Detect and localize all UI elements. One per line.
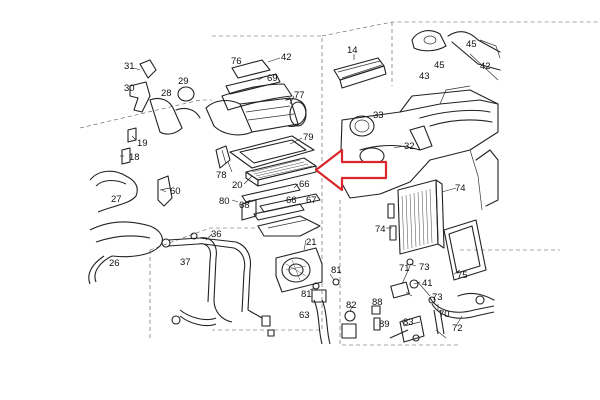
callout-72: 72 <box>452 323 463 334</box>
part-33-knob <box>349 115 375 137</box>
part-79-cabin-filter <box>229 135 317 187</box>
callout-27: 27 <box>111 194 122 205</box>
part-66-67-68-flaps <box>241 183 321 237</box>
part-76-69-duct <box>205 59 307 136</box>
assembly-outlines <box>79 21 600 346</box>
callout-41: 41 <box>422 278 433 289</box>
callout-45b: 45 <box>434 60 445 71</box>
callout-30: 30 <box>124 83 135 94</box>
callout-32: 32 <box>404 141 415 152</box>
callout-79: 79 <box>303 132 314 143</box>
callout-82: 82 <box>346 300 357 311</box>
callout-74b: 74 <box>375 224 386 235</box>
part-78-bracket <box>215 145 231 169</box>
callout-21: 21 <box>306 237 317 248</box>
part-74-evaporator <box>387 179 445 255</box>
parts-43-45-top-right <box>411 30 501 81</box>
part-14-filter <box>333 57 387 89</box>
callout-36: 36 <box>211 229 222 240</box>
callout-19: 19 <box>137 138 148 149</box>
callout-80: 80 <box>219 196 230 207</box>
callout-78: 78 <box>216 170 227 181</box>
callout-69: 69 <box>267 73 278 84</box>
callout-66b: 66 <box>286 195 297 206</box>
callout-42: 42 <box>281 52 292 63</box>
part-83-lower <box>389 315 425 343</box>
callout-20: 20 <box>232 180 243 191</box>
callout-42b: 42 <box>480 61 491 72</box>
callout-45a: 45 <box>466 39 477 50</box>
callout-71: 71 <box>399 263 410 274</box>
callout-73b: 73 <box>432 292 443 303</box>
callout-26: 26 <box>109 258 120 269</box>
callout-70: 70 <box>439 309 450 320</box>
main-hvac-housing <box>339 85 499 211</box>
leader-lines <box>120 54 463 327</box>
part-70-72-pipes <box>429 292 495 339</box>
callout-88: 88 <box>372 297 383 308</box>
callout-81a: 81 <box>331 265 342 276</box>
callout-75: 75 <box>457 270 468 281</box>
callout-43: 43 <box>419 71 430 82</box>
part-21-blower <box>275 247 323 293</box>
callout-83: 83 <box>403 317 414 328</box>
callout-81b: 81 <box>301 289 312 300</box>
part-88-89 <box>371 305 381 331</box>
callout-89: 89 <box>379 319 390 330</box>
part-41-valve <box>390 258 436 304</box>
callout-67: 67 <box>306 195 317 206</box>
callout-31: 31 <box>124 61 135 72</box>
left-hoses <box>88 59 275 337</box>
callout-68: 68 <box>239 200 250 211</box>
callout-37: 37 <box>180 257 191 268</box>
callout-73a: 73 <box>419 262 430 273</box>
callout-18: 18 <box>129 152 140 163</box>
callout-28: 28 <box>161 88 172 99</box>
callout-76: 76 <box>231 56 242 67</box>
callout-29: 29 <box>178 76 189 87</box>
callout-60: 60 <box>170 186 181 197</box>
callout-14: 14 <box>347 45 358 56</box>
callout-labels: 14 42 76 69 77 79 78 20 66 80 68 66 67 2… <box>109 39 491 334</box>
part-75-frame <box>443 219 487 281</box>
part-82-63-81-lower <box>311 278 357 345</box>
callout-74a: 74 <box>455 183 466 194</box>
callout-33: 33 <box>373 110 384 121</box>
callout-63: 63 <box>299 310 310 321</box>
callout-66a: 66 <box>299 179 310 190</box>
highlight-arrow-icon <box>314 148 388 192</box>
callout-77: 77 <box>294 90 305 101</box>
